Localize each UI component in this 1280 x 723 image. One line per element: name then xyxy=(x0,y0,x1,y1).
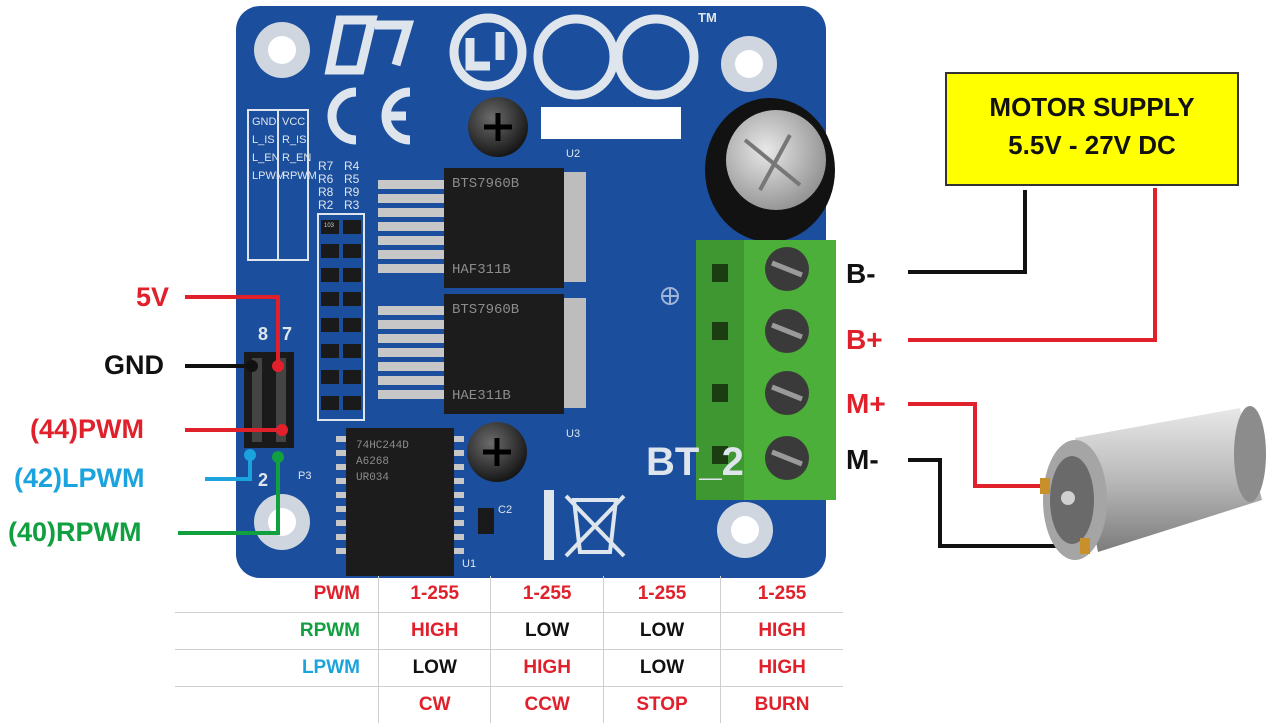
ground-symbol-icon xyxy=(662,288,678,304)
table-cell: HIGH xyxy=(491,650,603,687)
table-row-header: LPWM xyxy=(175,650,379,687)
label-c2: C2 xyxy=(498,504,512,516)
resistor-labels-b: R4 R5 R9 R3 xyxy=(344,160,359,212)
table-row-header: RPWM xyxy=(175,613,379,650)
table-cell: STOP xyxy=(603,687,720,723)
header-number-2: 2 xyxy=(258,470,268,491)
pin-label: GND xyxy=(252,116,274,128)
table-cell: HIGH xyxy=(721,650,843,687)
table-row-header xyxy=(175,687,379,723)
motor-supply-voltage: 5.5V - 27V DC xyxy=(947,126,1237,164)
electrolytic-capacitor-icon xyxy=(705,98,835,242)
pin-label: R_EN xyxy=(282,152,304,164)
ic-marking: 74HC244D xyxy=(356,440,409,452)
label-pwm: (44)PWM xyxy=(30,414,144,445)
pin-label: L_IS xyxy=(252,134,274,146)
label-gnd: GND xyxy=(104,350,164,381)
table-cell: HIGH xyxy=(721,613,843,650)
table-cell: LOW xyxy=(603,613,720,650)
dc-motor-icon xyxy=(1040,406,1266,560)
table-cell: BURN xyxy=(721,687,843,723)
label-5v: 5V xyxy=(136,282,169,313)
ic-code: A6268 xyxy=(356,456,389,468)
header-number-8: 8 xyxy=(258,324,268,345)
wire-supply-negative xyxy=(908,190,1025,272)
table-cell: LOW xyxy=(491,613,603,650)
pin-label: RPWM xyxy=(282,170,304,182)
chip2-code: HAE311B xyxy=(452,388,511,404)
table-row-header: PWM xyxy=(175,576,379,613)
trademark-label: TM xyxy=(698,10,717,25)
header-number-7: 7 xyxy=(282,324,292,345)
motor-supply-title: MOTOR SUPPLY xyxy=(947,88,1237,126)
pin-labels-left: GND L_IS L_EN LPWM xyxy=(252,116,274,256)
resistor-label: R2 xyxy=(318,199,333,212)
resistor-labels-a: R7 R6 R8 R2 xyxy=(318,160,333,212)
chip2-marking: BTS7960B xyxy=(452,302,519,318)
table-cell: 1-255 xyxy=(491,576,603,613)
table-cell: 1-255 xyxy=(379,576,491,613)
label-u3: U3 xyxy=(566,428,580,440)
terminal-b-minus: B- xyxy=(846,258,876,290)
chip1-code: HAF311B xyxy=(452,262,511,278)
resistor-label: R3 xyxy=(344,199,359,212)
pin-label: LPWM xyxy=(252,170,274,182)
pin-label: L_EN xyxy=(252,152,274,164)
chip1-marking: BTS7960B xyxy=(452,176,519,192)
table-cell: 1-255 xyxy=(721,576,843,613)
weee-bar xyxy=(544,490,554,560)
terminal-b-plus: B+ xyxy=(846,324,883,356)
pin-label: VCC xyxy=(282,116,304,128)
table-cell: CCW xyxy=(491,687,603,723)
terminal-m-minus: M- xyxy=(846,444,879,476)
table-cell: LOW xyxy=(603,650,720,687)
ic-code-2: UR034 xyxy=(356,472,389,484)
motor-supply-box: MOTOR SUPPLY 5.5V - 27V DC xyxy=(945,72,1239,186)
wire-motor-positive xyxy=(908,404,1042,486)
smd-code: 103 xyxy=(324,223,334,229)
board-model: BT_2 xyxy=(646,440,744,485)
label-rpwm: (40)RPWM xyxy=(8,517,142,548)
pin-label: R_IS xyxy=(282,134,304,146)
label-u2: U2 xyxy=(566,148,580,160)
smd-capacitor xyxy=(478,508,494,534)
terminal-m-plus: M+ xyxy=(846,388,886,420)
table-cell: LOW xyxy=(379,650,491,687)
label-p3: P3 xyxy=(298,470,311,482)
table-cell: 1-255 xyxy=(603,576,720,613)
table-cell: HIGH xyxy=(379,613,491,650)
wire-supply-positive xyxy=(908,188,1155,340)
pin-labels-right: VCC R_IS R_EN RPWM xyxy=(282,116,304,256)
label-sticker xyxy=(541,107,681,139)
label-lpwm: (42)LPWM xyxy=(14,463,145,494)
table-cell: CW xyxy=(379,687,491,723)
label-u1: U1 xyxy=(462,558,476,570)
